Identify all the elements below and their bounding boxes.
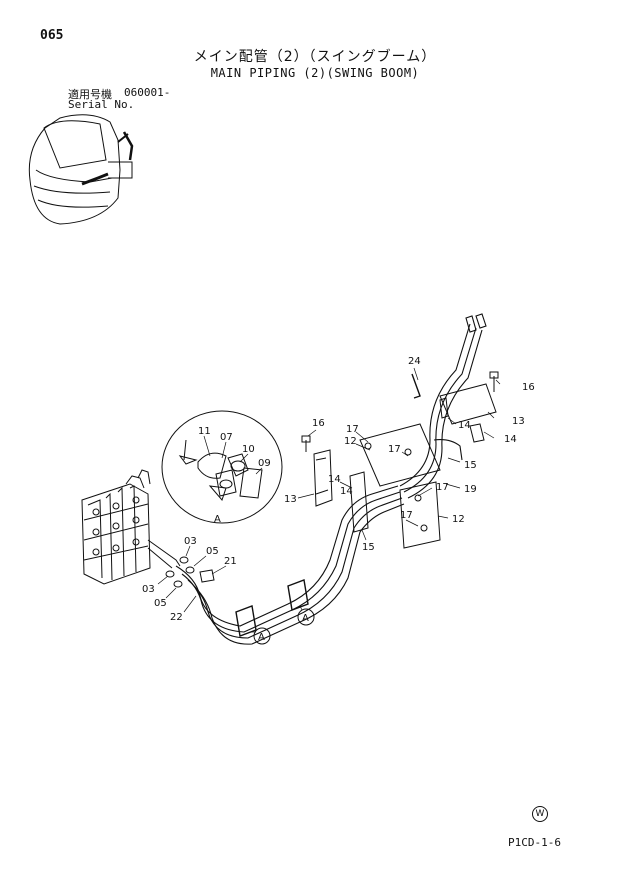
callout-07: 07 [220, 432, 233, 443]
callout-15: 15 [362, 542, 375, 553]
serial-label-english: Serial No. [68, 98, 135, 111]
watermark-symbol: W [532, 806, 548, 822]
svg-text:A: A [258, 632, 265, 643]
callout-15: 15 [464, 460, 477, 471]
callout-05: 05 [154, 598, 167, 609]
callout-17: 17 [400, 510, 413, 521]
serial-number-value: 060001- [124, 86, 171, 99]
callout-12: 12 [344, 436, 357, 447]
diagram-code: P1CD-1-6 [508, 836, 561, 849]
callout-12: 12 [452, 514, 465, 525]
fittings [165, 556, 215, 588]
detail-a [161, 410, 283, 524]
callout-22: 22 [170, 612, 183, 623]
callout-16: 16 [522, 382, 535, 393]
callout-10: 10 [242, 444, 255, 455]
title-english: MAIN PIPING (2)(SWING BOOM) [210, 66, 420, 80]
callout-17: 17 [388, 444, 401, 455]
callout-03: 03 [142, 584, 155, 595]
callout-14: 14 [504, 434, 517, 445]
svg-text:A: A [302, 613, 309, 624]
callout-17: 17 [436, 482, 449, 493]
callout-13: 13 [284, 494, 297, 505]
callout-14: 14 [340, 486, 353, 497]
callout-17: 17 [346, 424, 359, 435]
callout-13: 13 [512, 416, 525, 427]
callout-14: 14 [458, 420, 471, 431]
callout-11: 11 [198, 426, 211, 437]
serial-label-japanese: 適用号機 [68, 88, 112, 101]
callout-09: 09 [258, 458, 271, 469]
leader-lines [157, 367, 501, 633]
reference-marker-a: A [297, 608, 315, 626]
main-hoses [175, 485, 405, 645]
callout-16: 16 [312, 418, 325, 429]
detail-a-label: A [214, 514, 221, 525]
boom-hoses [399, 313, 487, 499]
control-valve [81, 469, 181, 585]
page-number: 065 [40, 28, 64, 43]
callout-19: 19 [464, 484, 477, 495]
callout-21: 21 [224, 556, 237, 567]
title-japanese: メイン配管（2）（スイングブーム） [193, 49, 437, 65]
callout-24: 24 [408, 356, 421, 367]
reference-marker-a: A [253, 627, 271, 645]
callout-05: 05 [206, 546, 219, 557]
brackets [301, 371, 499, 549]
callout-14: 14 [328, 474, 341, 485]
callout-03: 03 [184, 536, 197, 547]
locator-thumbnail [28, 114, 134, 225]
